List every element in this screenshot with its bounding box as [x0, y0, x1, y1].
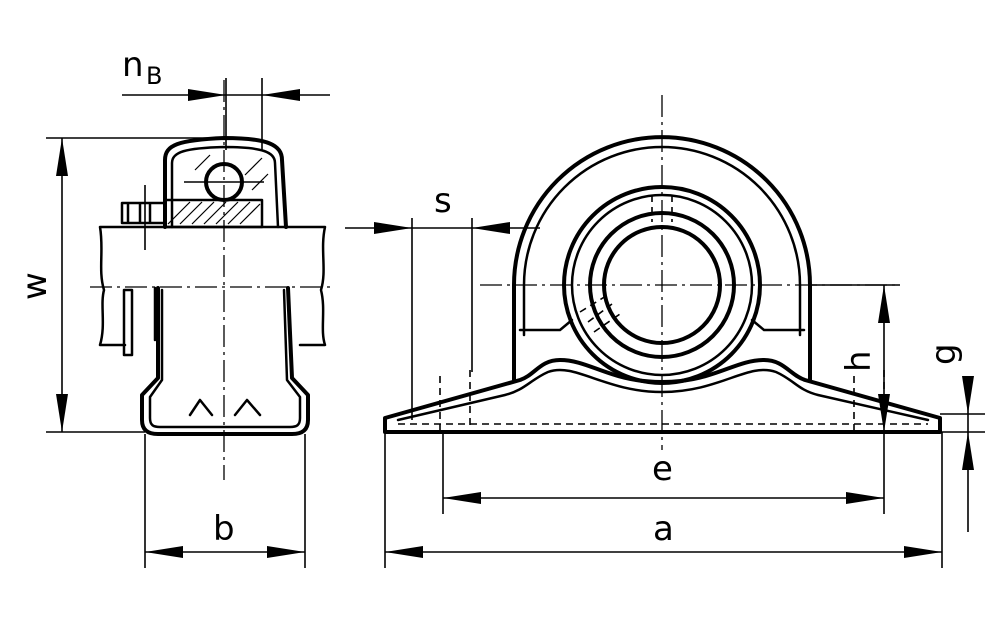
base-inner [396, 368, 930, 422]
housing-lug-right [750, 318, 806, 332]
insert-side-inner [170, 145, 280, 229]
dimensions: n B w b s h g [15, 45, 985, 568]
housing-lug-left [518, 318, 574, 332]
label-g: g [924, 343, 964, 365]
label-nB-sub: B [146, 62, 162, 90]
label-s: s [434, 181, 452, 221]
label-b: b [213, 509, 235, 549]
label-h: h [839, 350, 879, 372]
label-nB: n [122, 45, 144, 85]
housing-side-inner [148, 288, 302, 429]
label-w: w [15, 272, 55, 300]
lube-hole-top [651, 195, 673, 222]
collar [122, 286, 157, 357]
bolt-hole-left [439, 370, 471, 432]
label-e: e [652, 449, 673, 489]
lube-hole-diag [579, 295, 621, 333]
label-a: a [653, 509, 674, 549]
set-screw [120, 201, 167, 225]
front-view [383, 95, 942, 450]
side-view [90, 80, 332, 480]
stamp-wave [188, 398, 262, 417]
hatching [167, 154, 269, 225]
housing-side [140, 286, 310, 436]
